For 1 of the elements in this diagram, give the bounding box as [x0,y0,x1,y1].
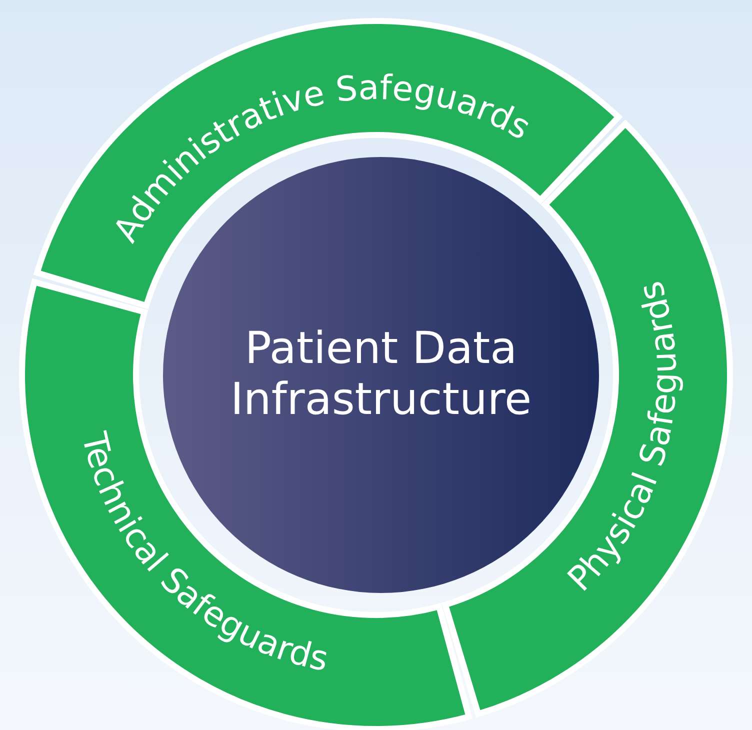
center-title: Patient Data Infrastructure [229,324,533,426]
